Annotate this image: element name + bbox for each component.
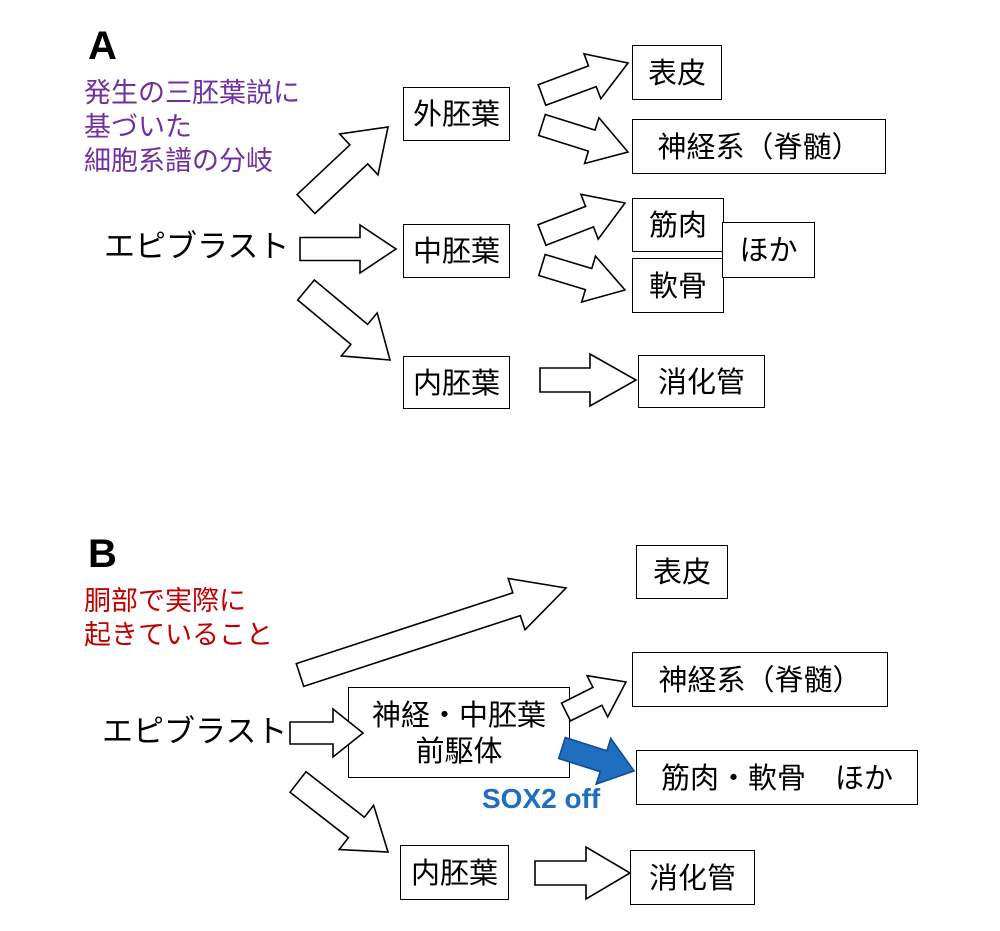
panel-a-caption-line-3: 細胞系譜の分岐 [84, 146, 273, 177]
arrow-a-ectoderm-to-nervous-system [537, 113, 630, 165]
panel-b-digestive-tract-box: 消化管 [630, 850, 755, 905]
panel-a-ectoderm-label: 外胚葉 [412, 97, 500, 131]
panel-a-epidermis-box: 表皮 [632, 45, 722, 100]
panel-b-label: B [88, 532, 117, 576]
arrow-a-mesoderm-to-muscle [536, 193, 627, 247]
panel-a-mesoderm-box: 中胚葉 [403, 224, 510, 278]
arrow-b-endoderm-to-digestive-tract [534, 845, 632, 901]
panel-a-nervous-system-box: 神経系（脊髄） [632, 119, 886, 174]
panel-b-neuromesodermal-progenitor-box: 神経・中胚葉 前駆体 [348, 687, 570, 778]
panel-a-digestive-tract-box: 消化管 [638, 355, 765, 408]
panel-b-nmp-label-line-2: 前駆体 [415, 733, 503, 768]
panel-a-others-label: ほか [739, 233, 798, 267]
panel-a-cartilage-box: 軟骨 [632, 258, 724, 313]
arrow-a-epiblast-to-ectoderm [295, 126, 390, 215]
panel-b-caption-line-1: 胴部で実際に [84, 586, 246, 617]
panel-a-caption-line-1: 発生の三胚葉説に [84, 78, 300, 109]
panel-a-caption-line-2: 基づいた [84, 112, 192, 143]
panel-a-digestive-tract-label: 消化管 [657, 364, 745, 399]
arrow-b-epiblast-to-epidermis [295, 577, 568, 688]
panel-b-nervous-system-label: 神経系（脊髄） [658, 662, 862, 697]
panel-b-muscle-cartilage-others-label: 筋肉・軟骨 ほか [660, 760, 893, 795]
arrow-b-epiblast-to-endoderm [288, 770, 390, 853]
panel-b-digestive-tract-label: 消化管 [648, 860, 736, 895]
panel-a-others-box: ほか [722, 222, 815, 278]
panel-a-ectoderm-box: 外胚葉 [403, 87, 510, 141]
panel-b-nervous-system-box: 神経系（脊髄） [632, 652, 888, 707]
panel-a-muscle-label: 筋肉 [648, 208, 707, 242]
panel-b-muscle-cartilage-others-box: 筋肉・軟骨 ほか [636, 750, 918, 805]
panel-b-epidermis-label: 表皮 [652, 555, 711, 589]
panel-b-endoderm-label: 内胚葉 [410, 855, 498, 890]
panel-a-endoderm-label: 内胚葉 [412, 365, 500, 400]
panel-b-nmp-label-line-1: 神経・中胚葉 [371, 697, 546, 732]
arrow-a-epiblast-to-endoderm [296, 278, 392, 361]
panel-b-endoderm-box: 内胚葉 [400, 845, 509, 900]
arrow-a-endoderm-to-digestive-tract [539, 352, 638, 408]
arrow-a-mesoderm-to-cartilage [537, 253, 627, 304]
panel-b-epiblast: エピブラスト [102, 714, 288, 750]
panel-a-label: A [88, 24, 117, 68]
panel-a-cartilage-label: 軟骨 [648, 268, 707, 303]
panel-a-endoderm-box: 内胚葉 [403, 356, 510, 409]
arrow-a-ectoderm-to-epidermis [537, 52, 630, 107]
arrow-a-epiblast-to-mesoderm [299, 223, 398, 275]
panel-a-epidermis-label: 表皮 [647, 55, 706, 90]
arrow-b-progenitor-to-nervous-system [560, 674, 628, 722]
panel-a-epiblast: エピブラスト [104, 229, 290, 265]
sox2-off-label: SOX2 off [482, 783, 601, 814]
panel-b-epidermis-box: 表皮 [636, 545, 728, 599]
panel-a-nervous-system-label: 神経系（脊髄） [657, 129, 861, 164]
panel-b-caption-line-2: 起きていること [84, 620, 273, 651]
panel-a-muscle-box: 筋肉 [632, 198, 724, 252]
panel-a-mesoderm-label: 中胚葉 [412, 234, 500, 268]
